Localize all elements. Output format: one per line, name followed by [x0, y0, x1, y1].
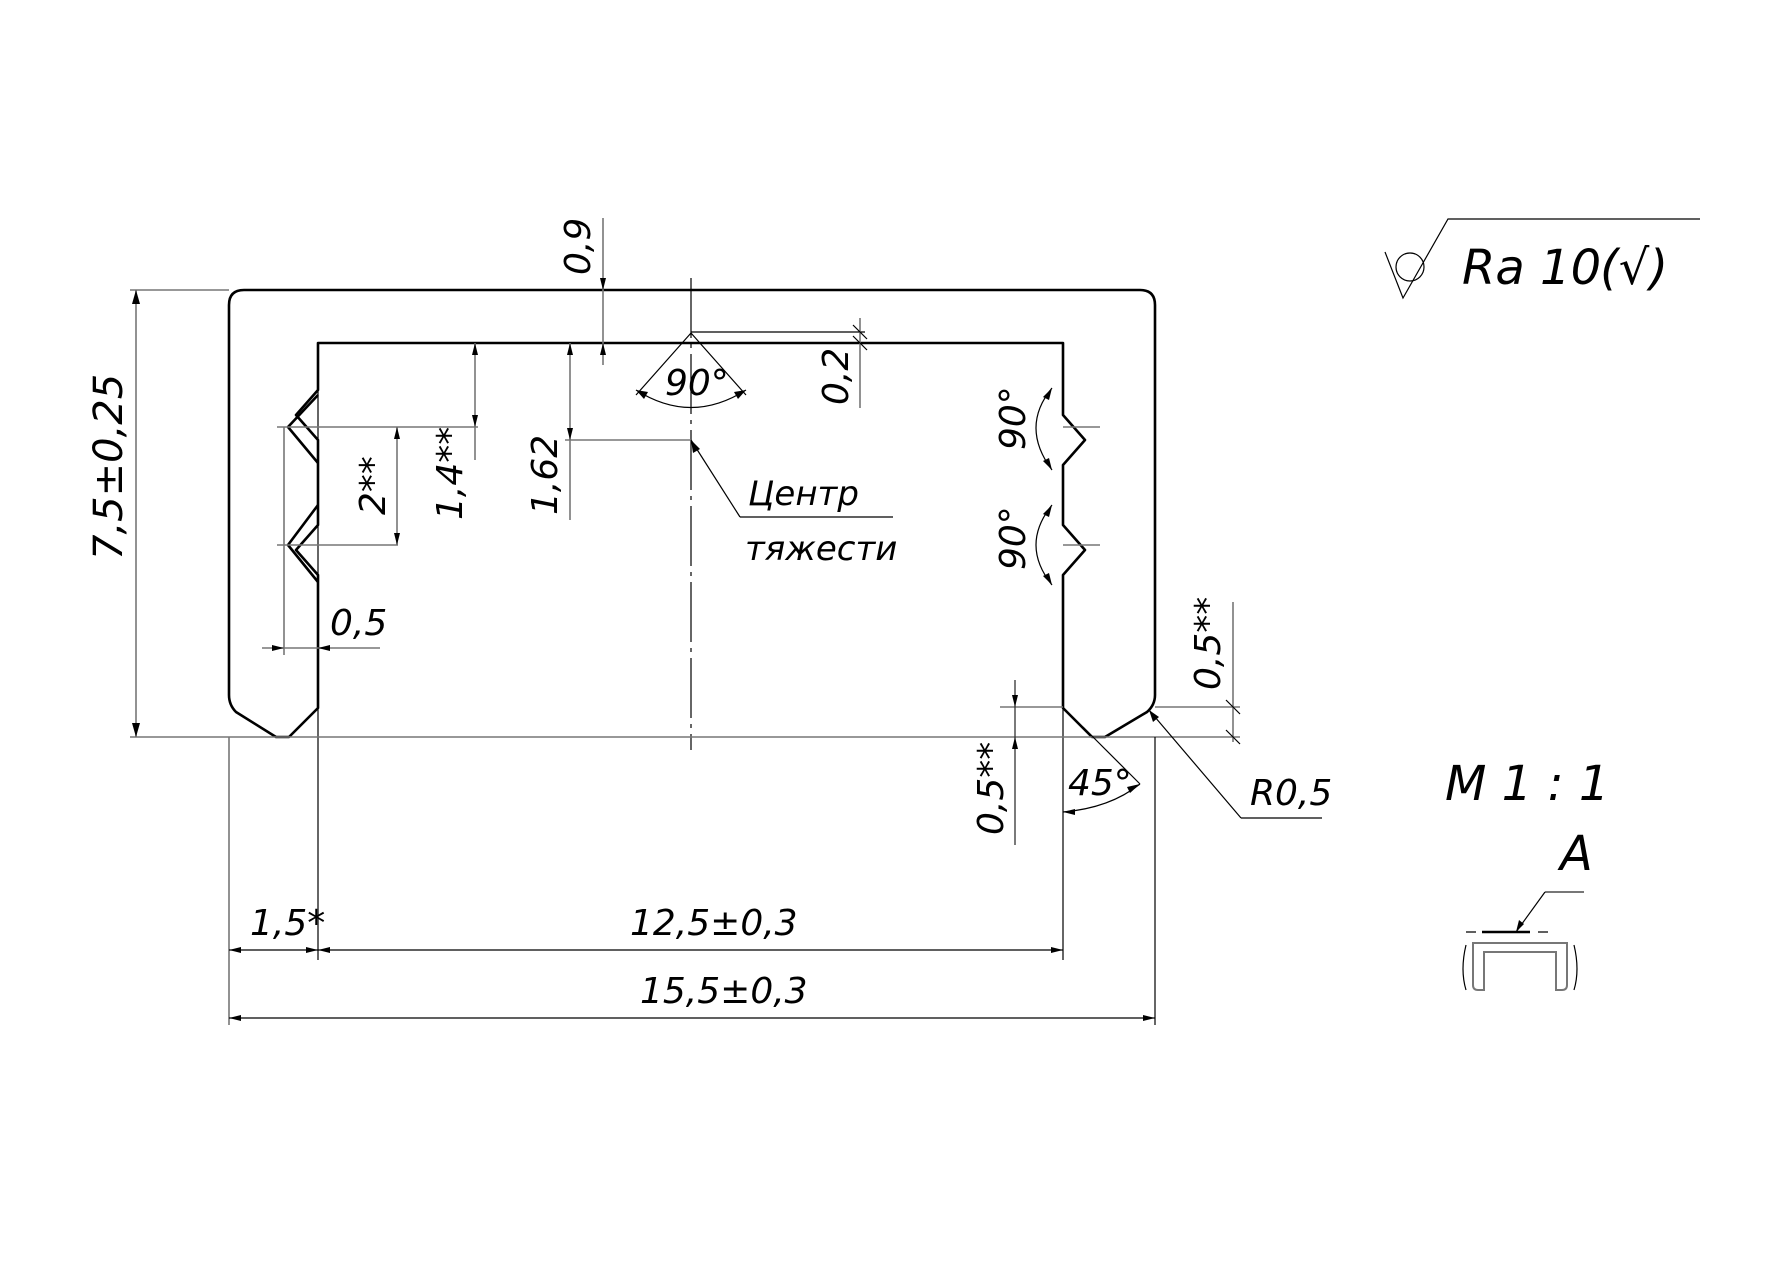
dim-label-radius: R0,5 — [1250, 773, 1332, 814]
roughness-unspecified-icon — [1384, 218, 1700, 300]
dim-label-wall-thickness: 1,5* — [250, 903, 325, 944]
dim-label-angle-chamfer: 45° — [1068, 763, 1132, 804]
view-a-thumbnail: A — [1462, 826, 1593, 991]
outer-contour — [227, 288, 1157, 739]
cog-leader: Центр тяжести — [690, 439, 897, 569]
dim-label-angle-notch-upper: 90° — [993, 386, 1034, 450]
dim-top-offset: 0,2 — [691, 318, 868, 408]
profile-outline — [227, 288, 1157, 960]
top-vee — [635, 332, 747, 396]
dim-label-top-offset: 0,2 — [816, 348, 857, 405]
view-label: A — [1557, 826, 1593, 882]
dim-label-notch-pitch: 2** — [353, 456, 394, 515]
dim-label-angle-notch-lower: 90° — [993, 506, 1034, 570]
scale-label: M 1 : 1 — [1445, 756, 1609, 812]
dim-label-chamfer-right: 0,5** — [1188, 597, 1229, 690]
dim-top-thickness: 0,9 — [558, 218, 606, 365]
dim-bottom-widths: 1,5* 12,5±0,3 15,5±0,3 — [228, 737, 1156, 1025]
dim-label-cog-height: 1,62 — [525, 435, 566, 515]
dim-label-chamfer-bottom: 0,5** — [971, 742, 1012, 835]
roughness-bracket: (√) — [1600, 240, 1668, 296]
dim-label-overall-width: 15,5±0,3 — [640, 971, 808, 1012]
roughness-parameter: Ra 10 — [1462, 240, 1601, 296]
cog-label-line2: тяжести — [745, 529, 897, 569]
right-notch-angles: 90° 90° — [993, 386, 1100, 586]
dim-label-overall-height: 7,5±0,25 — [86, 374, 132, 560]
dim-label-notch-from-top: 1,4** — [430, 427, 471, 520]
dim-chamfer-right: 0,5** — [1155, 597, 1241, 745]
dim-overall-height: 7,5±0,25 — [86, 289, 1240, 738]
dim-chamfer-bottom: 0,5** — [971, 680, 1063, 845]
dim-radius: R0,5 — [1148, 709, 1332, 819]
dim-label-notch-depth: 0,5 — [330, 603, 387, 644]
dim-notch-depth: 0,5 — [262, 603, 387, 651]
cog-label-line1: Центр — [748, 474, 859, 514]
roughness-symbol: Ra 10 (√) — [1384, 218, 1700, 300]
dim-angle-top: 90° — [635, 363, 747, 409]
dim-notch-group: 2** 1,4** 1,62 — [277, 343, 691, 655]
dim-angle-chamfer: 45° — [1062, 726, 1141, 815]
dim-label-inner-width: 12,5±0,3 — [630, 903, 798, 944]
dim-label-angle-top: 90° — [665, 363, 729, 404]
dim-label-top-thickness: 0,9 — [558, 218, 599, 275]
